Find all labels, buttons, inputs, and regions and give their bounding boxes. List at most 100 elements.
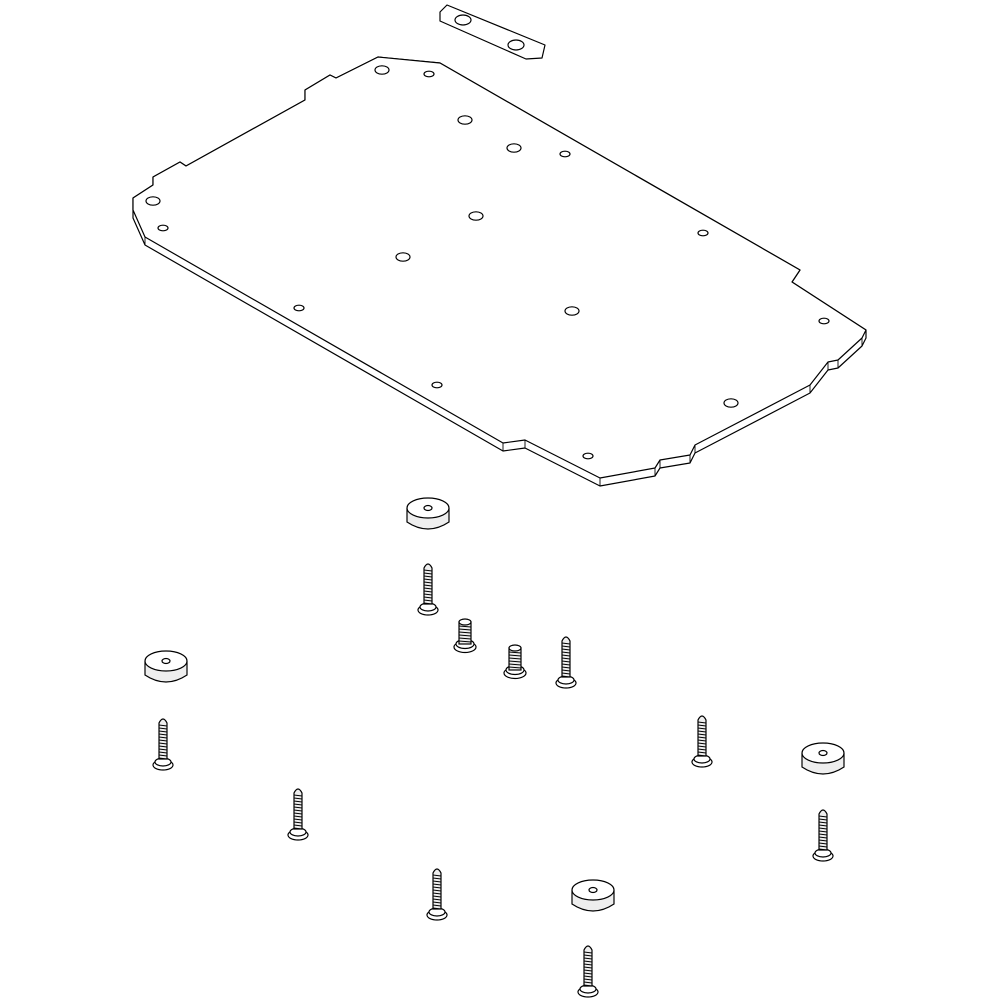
screw-thread — [432, 901, 442, 904]
screw-thread — [583, 963, 593, 966]
screw-tip — [458, 618, 472, 626]
screw-thread — [423, 602, 433, 605]
mounting-hole — [564, 306, 580, 316]
foot-hole — [818, 749, 828, 757]
screw-thread — [561, 657, 571, 660]
screw-thread — [158, 742, 168, 745]
screw-thread — [818, 845, 828, 848]
screw-thread — [293, 806, 303, 809]
screw-thread — [561, 666, 571, 669]
screw-thread — [423, 584, 433, 587]
screw-thread — [293, 815, 303, 818]
screw-thread — [561, 654, 571, 657]
long-screw — [691, 715, 713, 768]
screw-thread — [293, 797, 303, 800]
short-screw — [453, 618, 477, 654]
screw-thread — [158, 727, 168, 730]
screw-thread — [293, 794, 303, 797]
screw-thread — [458, 631, 472, 634]
screw-thread — [561, 648, 571, 651]
screw-thread — [818, 836, 828, 839]
screw-thread — [561, 660, 571, 663]
screw-thread — [697, 724, 707, 727]
screw-thread — [293, 809, 303, 812]
mounting-hole — [582, 452, 594, 460]
screw-thread — [458, 634, 472, 637]
screw-thread — [697, 727, 707, 730]
screw-thread — [818, 827, 828, 830]
screw-thread — [697, 733, 707, 736]
screw-thread — [158, 751, 168, 754]
screw-thread — [583, 969, 593, 972]
screw-thread — [583, 972, 593, 975]
screw-thread — [158, 730, 168, 733]
screw-thread — [293, 827, 303, 830]
mounting-hole — [506, 143, 522, 153]
screw-thread — [508, 660, 522, 663]
screw-thread — [458, 637, 472, 640]
screw-thread — [818, 815, 828, 818]
screw-thread — [583, 984, 593, 987]
screw-thread — [697, 730, 707, 733]
screw-thread — [561, 642, 571, 645]
screw-thread — [432, 886, 442, 889]
screw-thread — [458, 640, 472, 643]
rubber-foot — [144, 650, 188, 683]
screw-thread — [158, 754, 168, 757]
screw-thread — [423, 593, 433, 596]
long-screw — [812, 809, 834, 862]
bracket-plate — [439, 4, 546, 60]
screw-thread — [423, 569, 433, 572]
screw-thread — [432, 895, 442, 898]
screw-thread — [583, 975, 593, 978]
screw-thread — [818, 824, 828, 827]
screw-thread — [508, 666, 522, 669]
screw-thread — [818, 821, 828, 824]
screw-thread — [432, 883, 442, 886]
long-screw — [287, 788, 309, 841]
screw-thread — [561, 651, 571, 654]
screw-thread — [423, 587, 433, 590]
screw-thread — [293, 818, 303, 821]
plate-top-face — [132, 56, 867, 479]
mounting-hole — [395, 252, 411, 262]
screw-thread — [561, 663, 571, 666]
screw-thread — [432, 889, 442, 892]
foot-hole — [423, 504, 433, 512]
screw-thread — [508, 651, 522, 654]
screw-thread — [423, 590, 433, 593]
screw-thread — [293, 821, 303, 824]
mounting-hole — [374, 65, 390, 75]
screw-thread — [158, 736, 168, 739]
base-plate — [132, 56, 867, 487]
screw-thread — [697, 742, 707, 745]
screw-thread — [561, 669, 571, 672]
screw-thread — [432, 907, 442, 910]
mounting-hole — [697, 229, 709, 237]
mounting-hole — [457, 115, 473, 125]
screw-thread — [561, 645, 571, 648]
mounting-hole — [468, 211, 484, 221]
mounting-hole — [559, 150, 571, 158]
screw-thread — [423, 581, 433, 584]
screw-thread — [158, 739, 168, 742]
screw-thread — [583, 960, 593, 963]
screw-thread — [583, 957, 593, 960]
screw-thread — [432, 877, 442, 880]
screw-thread — [432, 874, 442, 877]
screw-thread — [818, 839, 828, 842]
mounting-hole — [293, 304, 305, 312]
screw-thread — [561, 675, 571, 678]
screw-thread — [458, 625, 472, 628]
screw-thread — [423, 599, 433, 602]
screw-thread — [458, 628, 472, 631]
hardware-parts — [144, 497, 845, 998]
screw-tip — [508, 644, 522, 652]
bracket-hole — [454, 14, 472, 26]
screw-thread — [583, 951, 593, 954]
screw-thread — [697, 739, 707, 742]
screw-thread — [583, 981, 593, 984]
screw-thread — [583, 978, 593, 981]
mounting-hole — [157, 224, 169, 232]
